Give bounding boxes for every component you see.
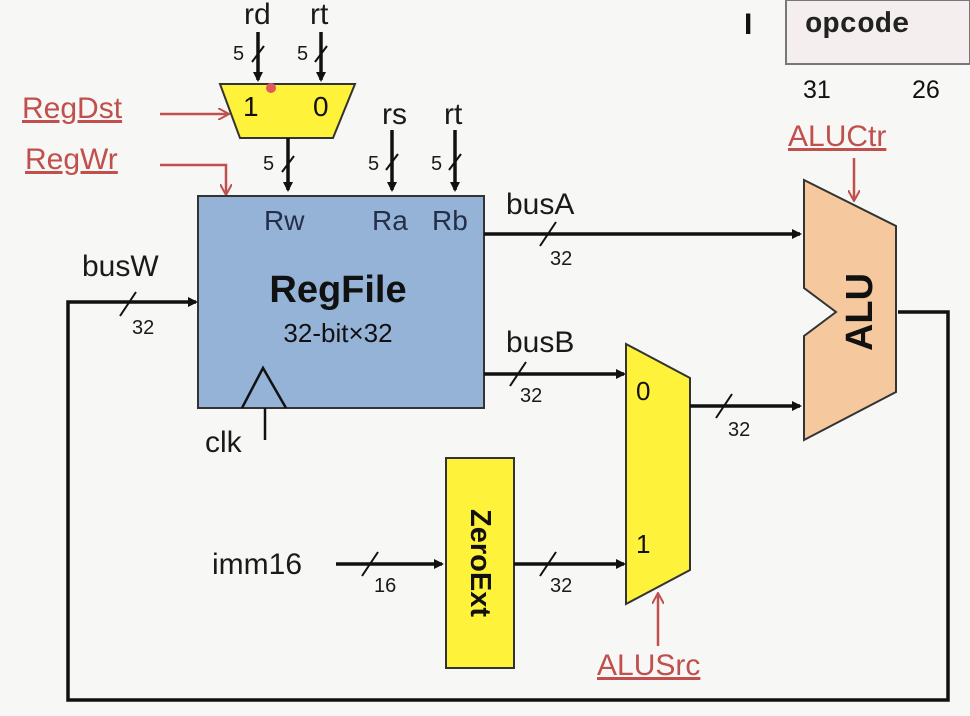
busw-label: busW [82, 250, 159, 283]
regdst-mux-sel1: 1 [243, 91, 259, 122]
regfile-port-ra: Ra [372, 205, 408, 236]
busa-label: busA [506, 188, 574, 221]
register-file: Rw Ra Rb RegFile 32-bit×32 clk [197, 195, 485, 459]
instruction-format: I opcode 31 26 [744, 0, 970, 104]
zeroext-body [445, 457, 515, 669]
regfile-port-rb: Rb [432, 205, 468, 236]
busw-feedback-wire [66, 297, 950, 702]
regfile-title: RegFile [269, 269, 406, 311]
imm16-label: imm16 [212, 548, 302, 581]
alusrc-control-label: ALUSrc [597, 649, 700, 682]
rt-width-label: 5 [431, 153, 442, 175]
regfile-port-rw: Rw [264, 205, 305, 236]
bus-b: busB 32 [484, 326, 626, 407]
rt-width-label: 5 [297, 43, 308, 65]
regfile-subtitle: 32-bit×32 [283, 318, 392, 348]
alusrc-mux: 0 1 32 ALUSrc [597, 342, 802, 682]
immediate-path: imm16 16 ZeroExt 32 [212, 457, 626, 669]
alusrc-mux-sel1: 1 [636, 529, 650, 559]
clock-triangle [240, 365, 288, 409]
regdst-mux: rd rt 5 5 1 0 5 [218, 0, 357, 192]
regwr-control-label: RegWr [25, 143, 118, 176]
opcode-bit-low: 26 [912, 76, 940, 104]
alu-body [803, 178, 897, 442]
alusrc-mux-body [625, 342, 691, 606]
instruction-type-label: I [744, 8, 752, 41]
busw-width-label: 32 [132, 317, 154, 339]
rs-width-label: 5 [368, 153, 379, 175]
mux-out-width-label: 5 [263, 153, 274, 175]
control-signals-left: RegDst RegWr [22, 92, 228, 194]
regfile-read-inputs: rs rt 5 5 [368, 98, 463, 192]
clock-label: clk [205, 426, 243, 459]
rt-label: rt [444, 98, 463, 131]
aluctr-control-label: ALUCtr [788, 120, 886, 153]
bus-w: busW 32 [66, 250, 950, 702]
busb-label: busB [506, 326, 574, 359]
regdst-mux-sel0: 0 [313, 91, 329, 122]
alusrc-mux-sel0: 0 [636, 376, 650, 406]
mux-out-width-label: 32 [728, 419, 750, 441]
zeroext-out-width-label: 32 [550, 575, 572, 597]
regwr-control-wire [160, 163, 226, 194]
mux-select-dot [266, 83, 276, 93]
rd-width-label: 5 [233, 43, 244, 65]
busa-width-label: 32 [550, 248, 572, 270]
busb-width-label: 32 [520, 385, 542, 407]
opcode-bit-high: 31 [803, 76, 831, 104]
mux-input-rd-label: rd [244, 0, 271, 31]
imm16-width-label: 16 [374, 575, 396, 597]
alu: ALUCtr ALU [788, 120, 897, 442]
bus-a: busA 32 [484, 188, 802, 270]
mux-input-rt-label: rt [310, 0, 329, 31]
zeroext-label: ZeroExt [464, 509, 496, 617]
rs-label: rs [382, 98, 407, 131]
opcode-field [785, 0, 970, 65]
alu-label: ALU [839, 273, 881, 351]
regfile-body [197, 195, 485, 409]
regdst-control-label: RegDst [22, 92, 123, 125]
regdst-mux-body [218, 83, 357, 139]
opcode-field-label: opcode [805, 8, 909, 41]
